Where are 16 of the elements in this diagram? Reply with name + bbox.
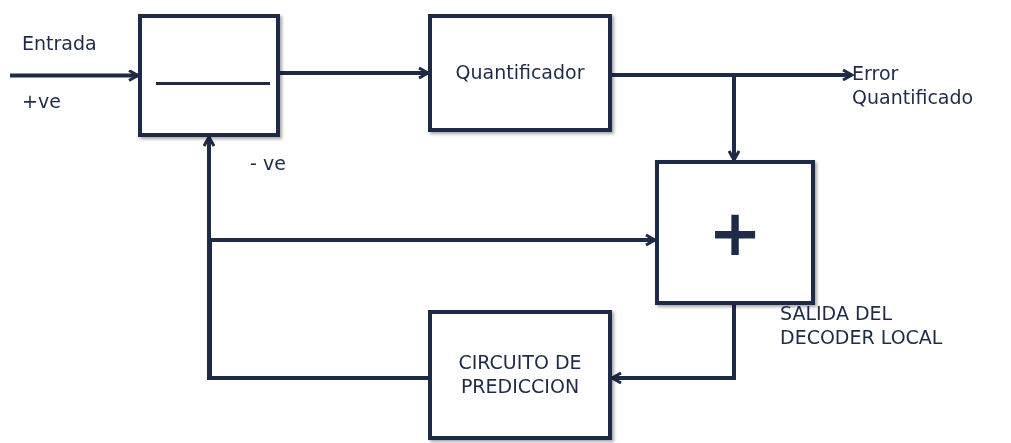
process-box bbox=[428, 310, 612, 440]
text-label: SALIDA DEL DECODER LOCAL bbox=[780, 302, 944, 350]
plus-sign: + bbox=[708, 200, 762, 265]
process-box bbox=[428, 14, 612, 132]
text-label: Entrada bbox=[22, 32, 97, 56]
text-label: +ve bbox=[22, 90, 61, 114]
node-label: Quantificador bbox=[455, 61, 585, 85]
arrow bbox=[612, 73, 741, 162]
arrow bbox=[208, 233, 657, 380]
node-label: Error Quantificado bbox=[852, 62, 975, 110]
subtractor-box bbox=[138, 14, 280, 137]
arrow bbox=[280, 66, 430, 80]
node-label: CIRCUITO DE PREDICCION bbox=[457, 351, 583, 399]
arrow bbox=[10, 69, 140, 82]
adder-box bbox=[655, 160, 815, 305]
text-label: - ve bbox=[250, 152, 286, 176]
